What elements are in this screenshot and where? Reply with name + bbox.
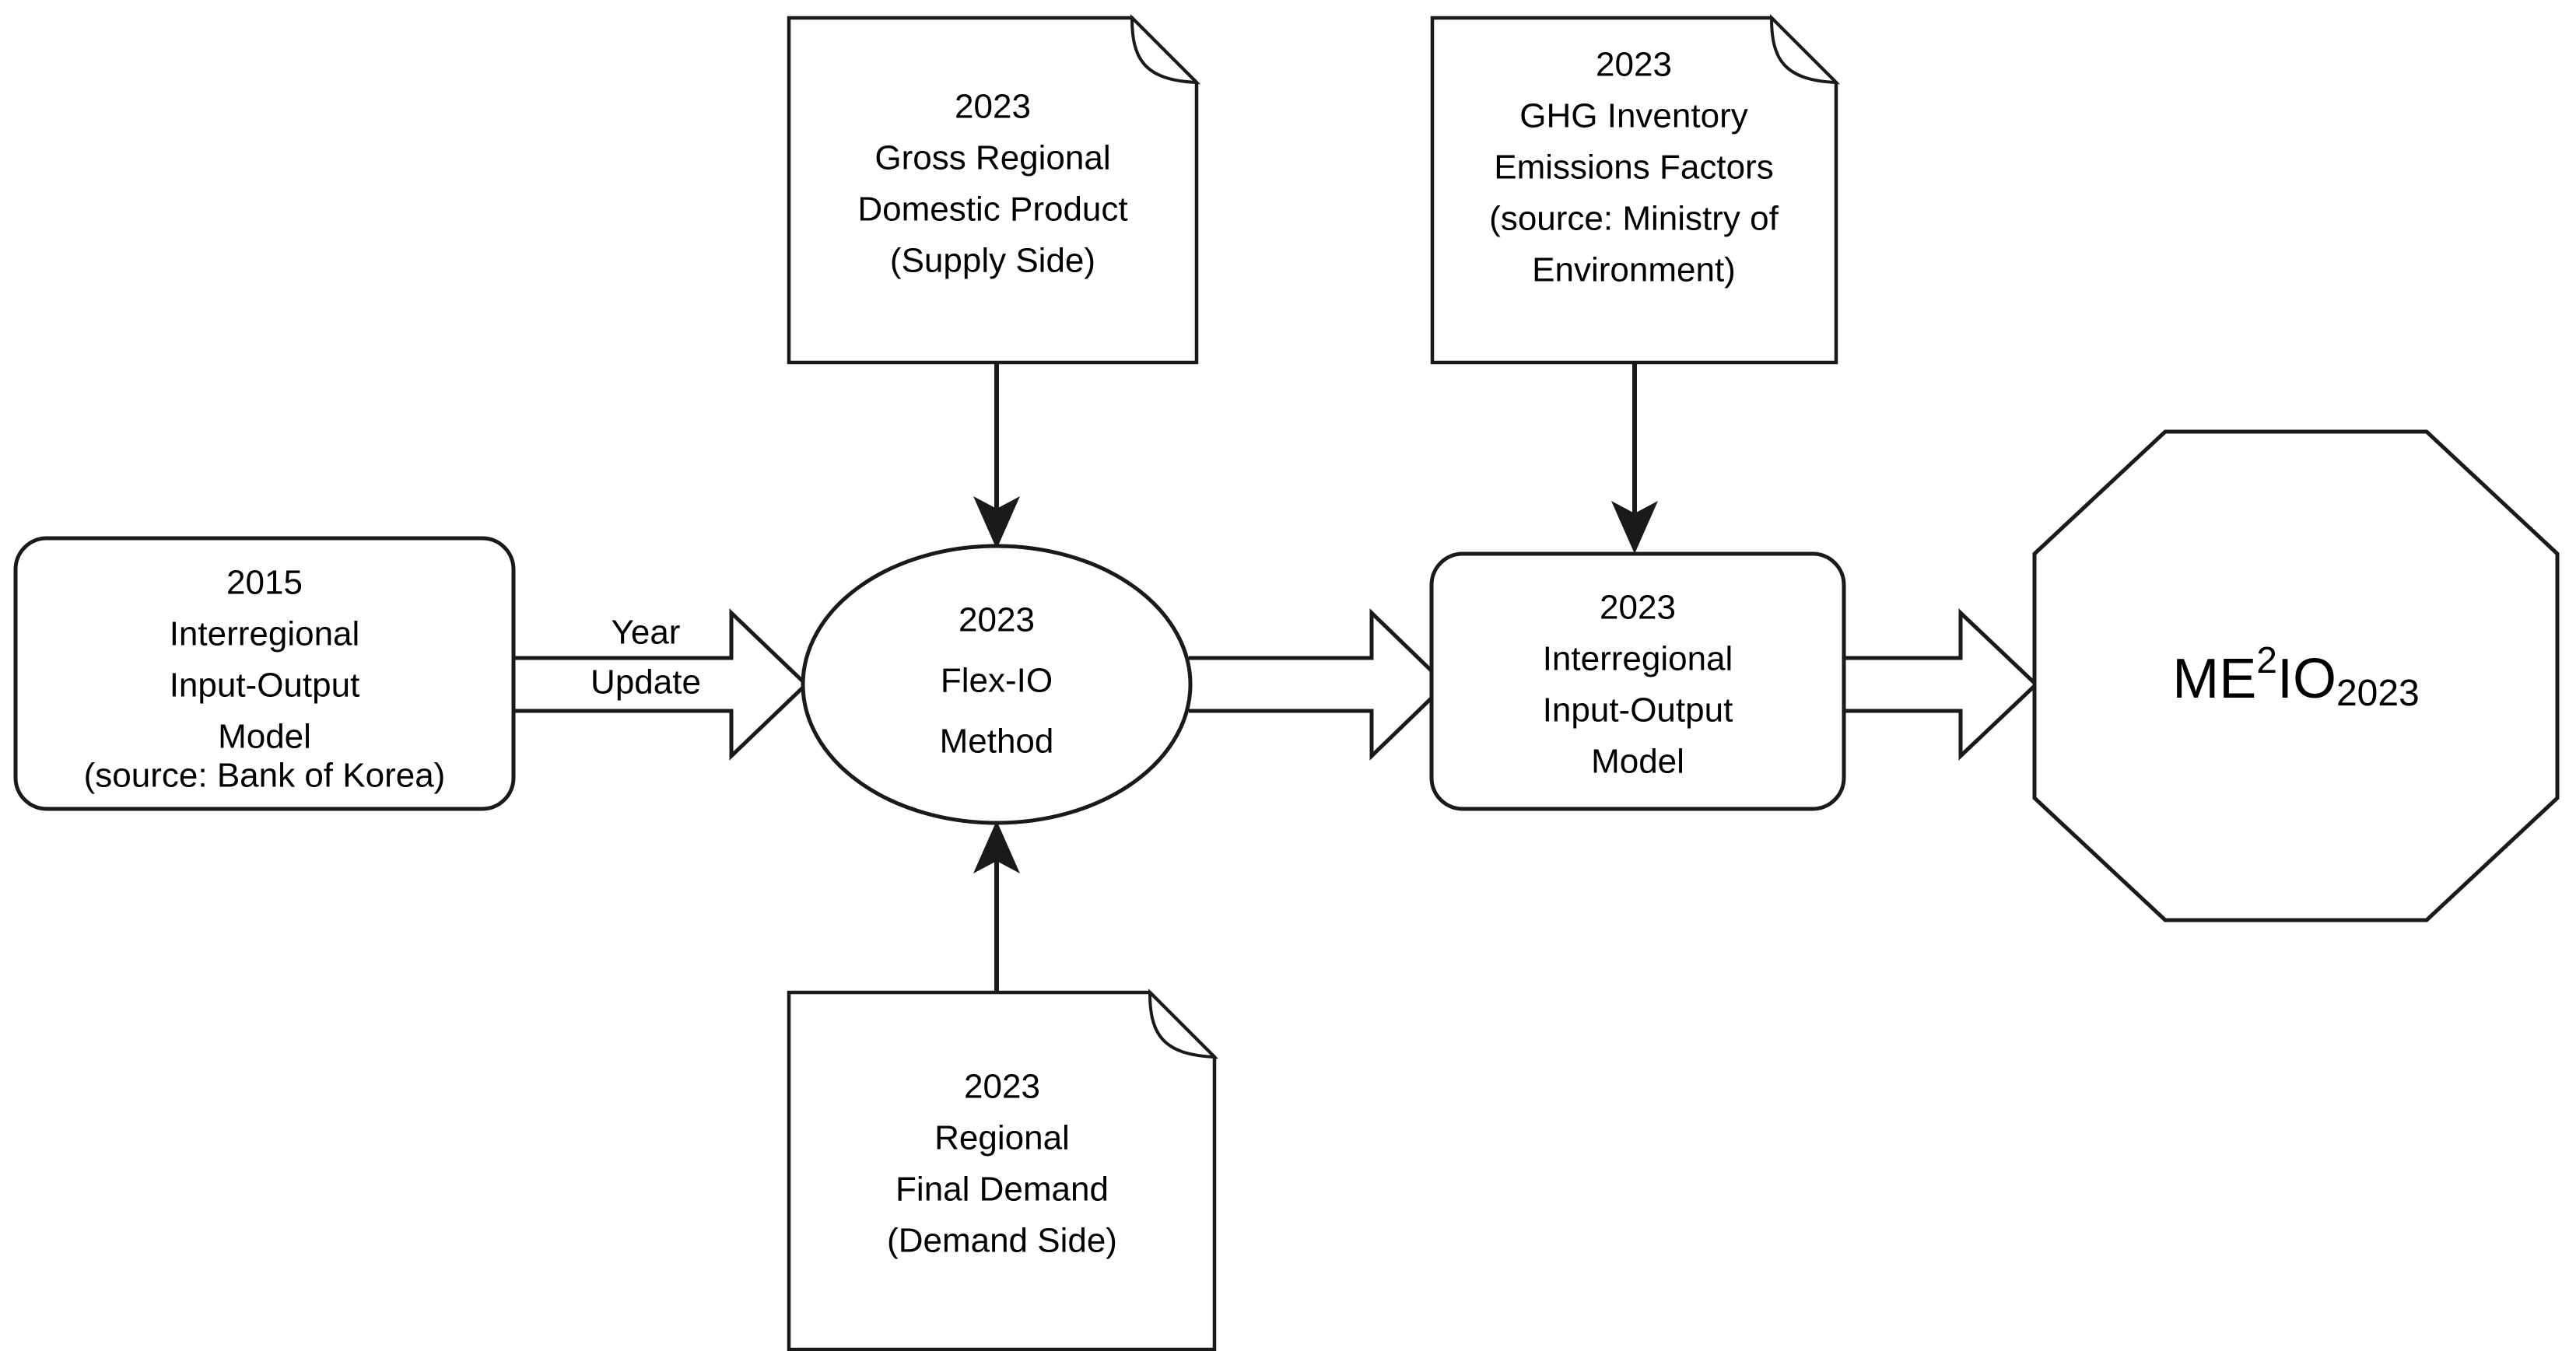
node-irio2015-line-2: Interregional	[170, 615, 360, 653]
node-flexio2023[interactable]: 2023 Flex-IO Method	[801, 544, 1193, 825]
node-grdp2023-line-2: Gross Regional	[874, 139, 1110, 177]
node-irio2015-shape[interactable]	[13, 536, 516, 811]
edge-rfd-to-flexio-arrowhead	[973, 821, 1020, 873]
node-flexio2023-line-3: Method	[940, 723, 1054, 761]
node-irio2023-shape[interactable]	[1429, 551, 1846, 811]
me2io-subscript: 2023	[2336, 673, 2420, 714]
edge-irio2015-to-flexio: Year Update	[513, 608, 809, 761]
node-grdp2023-line-3: Domestic Product	[857, 191, 1127, 229]
node-me2io2023-shape[interactable]	[2032, 429, 2560, 922]
node-irio2023-line-4: Model	[1591, 743, 1684, 781]
node-irio2023-line-2: Interregional	[1543, 640, 1733, 678]
edge-label-update: Update	[591, 663, 701, 702]
node-me2io2023-label: ME2IO2023	[2172, 640, 2420, 714]
edge-ghg-to-irio2023-arrowhead	[1611, 501, 1658, 554]
node-irio2015-line-3: Input-Output	[170, 667, 360, 705]
edge-irio2023-to-me2io	[1844, 608, 2039, 761]
node-rfd2023-line-1: 2023	[964, 1068, 1040, 1106]
node-irio2015-line-1: 2015	[226, 564, 303, 602]
node-ghg2023-line-5: Environment)	[1532, 251, 1736, 289]
node-irio2023-line-1: 2023	[1600, 589, 1676, 627]
node-ghg2023-line-1: 2023	[1596, 46, 1672, 84]
node-rfd2023[interactable]: 2023 Regional Final Demand (Demand Side)	[787, 989, 1219, 1351]
node-irio2015[interactable]: 2015 Interregional Input-Output Model (s…	[13, 536, 516, 811]
node-ghg2023[interactable]: 2023 GHG Inventory Emissions Factors (so…	[1430, 14, 1841, 365]
edge-rfd-to-flexio	[973, 821, 1020, 992]
me2io-base: ME	[2172, 648, 2256, 710]
node-grdp2023-fold-icon	[1130, 14, 1201, 85]
edge-grdp-to-flexio	[973, 362, 1020, 549]
node-ghg2023-fold-icon	[1769, 14, 1841, 85]
node-rfd2023-line-4: (Demand Side)	[887, 1222, 1117, 1260]
node-grdp2023-line-1: 2023	[955, 88, 1031, 126]
node-rfd2023-fold-icon	[1148, 989, 1219, 1059]
node-ghg2023-line-3: Emissions Factors	[1494, 149, 1773, 187]
node-rfd2023-line-2: Regional	[934, 1119, 1070, 1157]
node-ghg2023-line-2: GHG Inventory	[1519, 97, 1747, 135]
node-ghg2023-shape[interactable]	[1430, 16, 1838, 365]
node-grdp2023-line-4: (Supply Side)	[890, 242, 1095, 280]
me2io-superscript: 2	[2256, 640, 2277, 681]
edge-label-year: Year	[612, 614, 681, 652]
node-flexio2023-shape[interactable]	[801, 544, 1193, 825]
edge-flexio-to-irio2023-arrow	[1189, 608, 1449, 761]
node-grdp2023-shape[interactable]	[787, 16, 1199, 365]
node-irio2015-line-5: (source: Bank of Korea)	[84, 757, 446, 795]
node-flexio2023-line-1: 2023	[959, 601, 1035, 639]
edge-grdp-to-flexio-arrowhead	[973, 496, 1020, 549]
node-ghg2023-line-4: (source: Ministry of	[1489, 200, 1779, 238]
edge-ghg-to-irio2023	[1611, 362, 1658, 554]
node-grdp2023[interactable]: 2023 Gross Regional Domestic Product (Su…	[787, 14, 1201, 365]
node-irio2023[interactable]: 2023 Interregional Input-Output Model	[1429, 551, 1846, 811]
node-rfd2023-shape[interactable]	[787, 990, 1217, 1351]
node-flexio2023-line-2: Flex-IO	[941, 662, 1053, 700]
node-rfd2023-line-3: Final Demand	[895, 1171, 1109, 1209]
node-irio2023-line-3: Input-Output	[1543, 691, 1733, 730]
node-irio2015-line-4: Model	[218, 718, 311, 756]
node-me2io2023[interactable]: ME2IO2023	[2032, 429, 2560, 922]
me2io-middle: IO	[2277, 648, 2336, 710]
edge-irio2023-to-me2io-arrow	[1844, 608, 2039, 761]
edge-flexio-to-irio2023	[1189, 608, 1449, 761]
